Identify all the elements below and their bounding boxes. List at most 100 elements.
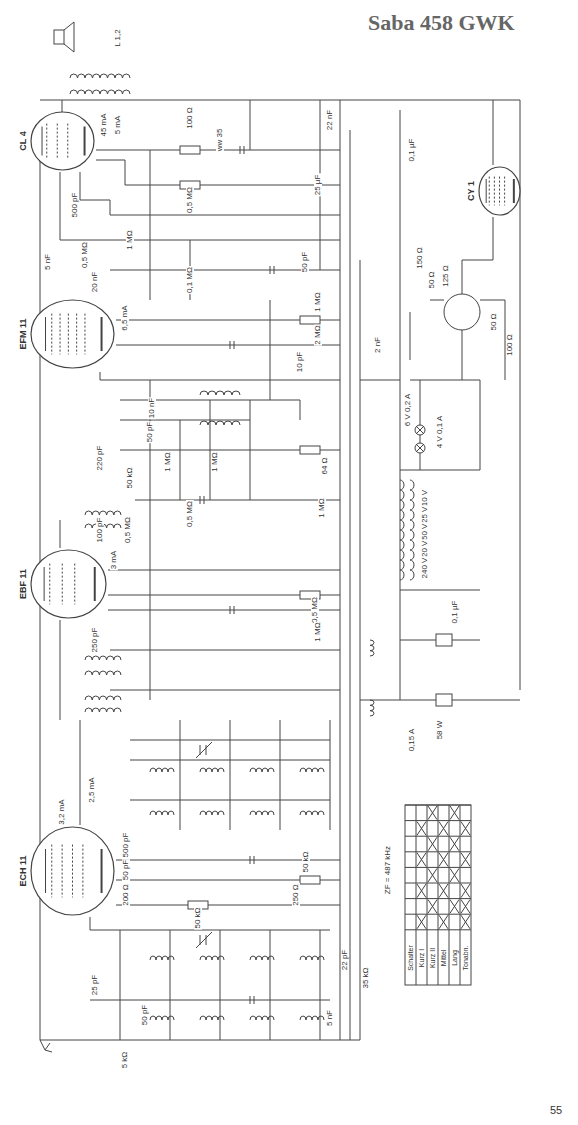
page-number: 55 <box>549 1105 563 1116</box>
table-rule <box>427 805 428 985</box>
switch-mark <box>439 822 448 836</box>
component-value: 0,5 MΩ <box>311 596 319 624</box>
switch-mark <box>450 837 459 851</box>
component-value: 25 pF <box>91 974 99 996</box>
coil-symbol <box>200 811 224 815</box>
component-value: ww 35 <box>216 128 224 153</box>
tube-node: EFM 11 <box>16 298 116 370</box>
coil-symbol <box>410 480 414 580</box>
component-value: 50 kΩ <box>194 906 202 929</box>
component-value: 0,5 MΩ <box>124 516 132 544</box>
switch-mark <box>461 853 470 867</box>
component-value: 50 pF <box>122 859 130 881</box>
component-value: 58 W <box>436 720 444 741</box>
component-value: 200 Ω <box>122 883 130 907</box>
tube-grid <box>62 564 63 605</box>
switch-mark <box>461 915 470 929</box>
capacitor-symbols <box>200 146 274 1004</box>
output-stage-wires <box>60 100 340 300</box>
tube-anode <box>513 179 515 203</box>
symbols <box>54 22 480 1004</box>
switch-mark <box>417 822 426 836</box>
coil-symbol <box>300 956 324 960</box>
switch-mark <box>461 884 470 898</box>
component-value: 5 nF <box>326 1009 334 1027</box>
component-value: 250 pF <box>91 627 99 654</box>
tube-symbol <box>16 298 116 370</box>
coil-symbol <box>200 1016 224 1020</box>
table-rule <box>449 805 450 985</box>
table-rule <box>405 929 471 930</box>
coil-symbol <box>70 74 130 78</box>
component-value: 0,5 MΩ <box>186 500 194 528</box>
component-value: L 1,2 <box>114 28 122 48</box>
tube-anode <box>84 127 86 156</box>
indicator-stage-wires <box>100 300 340 520</box>
tube-anode <box>101 849 103 893</box>
tube-node: CY 1 <box>464 165 522 217</box>
tube-envelope <box>31 827 114 915</box>
tube-envelope <box>31 300 114 368</box>
component-value: 100 Ω <box>506 333 514 357</box>
coil-symbol <box>85 696 121 700</box>
component-value: 20 nF <box>91 271 99 293</box>
coil-symbol <box>300 811 324 815</box>
component-value: 64 Ω <box>321 456 329 475</box>
coil-symbol <box>150 768 174 772</box>
tube-grid <box>499 177 500 206</box>
component-value: 50 Ω <box>490 312 498 331</box>
tube-grid <box>74 564 75 605</box>
switch-mark <box>428 837 437 851</box>
table-rule <box>405 883 471 884</box>
component-value: 45 mA <box>100 112 108 137</box>
component-value: 10 pF <box>296 351 304 373</box>
resistor-symbol <box>300 876 320 884</box>
tube-label: CL 4 <box>18 130 27 151</box>
table-rule <box>405 836 471 837</box>
coil-symbol <box>250 1016 274 1020</box>
component-value: 150 Ω <box>416 246 424 270</box>
component-value: 50 kΩ <box>126 466 134 489</box>
coil-symbol <box>300 768 324 772</box>
component-value: 125 Ω <box>442 264 450 288</box>
switch-mark <box>417 884 426 898</box>
tube-node: ECH 11 <box>16 825 116 917</box>
coil-symbol <box>250 768 274 772</box>
component-value: 35 kΩ <box>362 966 370 989</box>
component-value: 1 MΩ <box>164 451 172 472</box>
table-rule <box>405 851 471 852</box>
tube-cathode <box>486 179 487 203</box>
table-cell: Kurz II <box>429 947 436 969</box>
component-value: 50 pF <box>301 251 309 273</box>
tube-grid <box>62 845 63 898</box>
diagram-title: Saba 458 GWK <box>368 10 515 36</box>
tube-grid <box>82 845 83 898</box>
component-value: 220 pF <box>96 445 104 472</box>
tube-node: EBF 11 <box>16 548 108 620</box>
switch-mark <box>417 915 426 929</box>
coil-symbol <box>300 1016 324 1020</box>
table-cell: Mittel <box>440 949 447 968</box>
tube-grid <box>72 845 73 898</box>
resistor-symbol <box>300 446 320 454</box>
component-value: 3,2 mA <box>58 798 66 825</box>
component-value: 50 Ω <box>428 270 436 289</box>
supply-rails <box>40 100 520 1040</box>
tube-symbol <box>16 548 108 620</box>
tube-envelope <box>31 550 106 618</box>
component-value: 500 pF <box>71 192 79 219</box>
switch-mark <box>428 806 437 820</box>
tube-cathode <box>44 567 45 601</box>
tube-cathode <box>45 317 46 351</box>
table-rule <box>416 805 417 985</box>
table-cell: Tonabn. <box>462 945 469 972</box>
coil-symbol <box>85 708 121 712</box>
component-value: 1 MΩ <box>314 621 322 642</box>
component-value: 2 MΩ <box>314 324 322 345</box>
switch-mark <box>417 853 426 867</box>
component-value: 6 V 0,2 A <box>404 393 412 427</box>
component-value: 500 pF <box>122 832 130 859</box>
component-value: 50 kΩ <box>302 850 310 873</box>
table-cell: Lang <box>451 949 458 967</box>
tube-grid <box>51 314 52 355</box>
